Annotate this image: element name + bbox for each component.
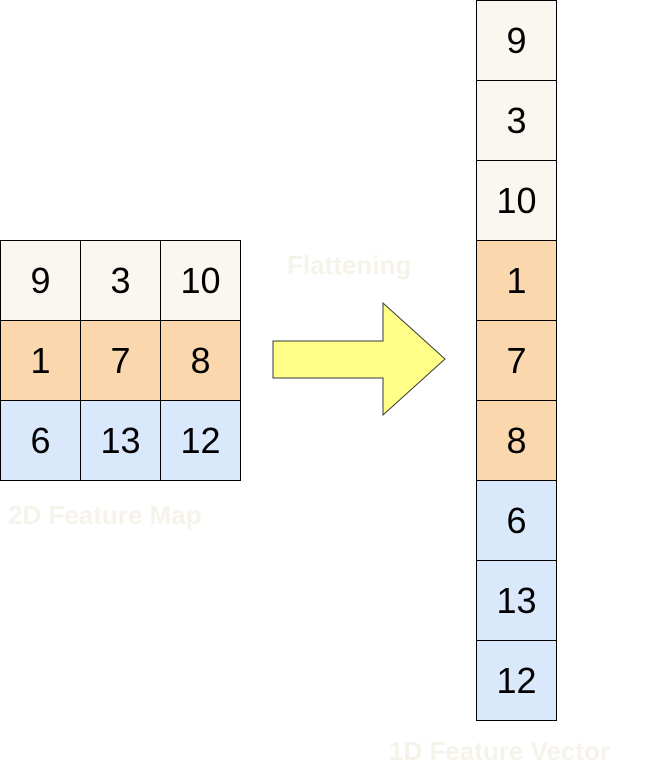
feature-map-caption: 2D Feature Map (8, 500, 202, 530)
matrix-cell: 9 (1, 241, 81, 321)
vector-cell: 6 (477, 481, 557, 561)
matrix-cell: 8 (161, 321, 241, 401)
feature-vector-column: 9 3 10 1 7 8 6 13 12 (476, 0, 557, 721)
vector-cell: 8 (477, 401, 557, 481)
matrix-cell: 1 (1, 321, 81, 401)
right-arrow-icon (272, 301, 446, 417)
vector-cell: 7 (477, 321, 557, 401)
matrix-cell: 3 (81, 241, 161, 321)
matrix-cell: 12 (161, 401, 241, 481)
vector-cell: 1 (477, 241, 557, 321)
vector-cell: 3 (477, 81, 557, 161)
matrix-cell: 7 (81, 321, 161, 401)
matrix-cell: 10 (161, 241, 241, 321)
feature-map-grid: 9 3 10 1 7 8 6 13 12 (0, 240, 241, 481)
vector-cell: 9 (477, 1, 557, 81)
matrix-cell: 13 (81, 401, 161, 481)
vector-cell: 12 (477, 641, 557, 721)
feature-vector-caption: 1D Feature Vector (389, 736, 611, 766)
arrow-shape (272, 301, 446, 417)
flattening-caption: Flattening (287, 250, 412, 280)
vector-cell: 10 (477, 161, 557, 241)
matrix-cell: 6 (1, 401, 81, 481)
vector-cell: 13 (477, 561, 557, 641)
